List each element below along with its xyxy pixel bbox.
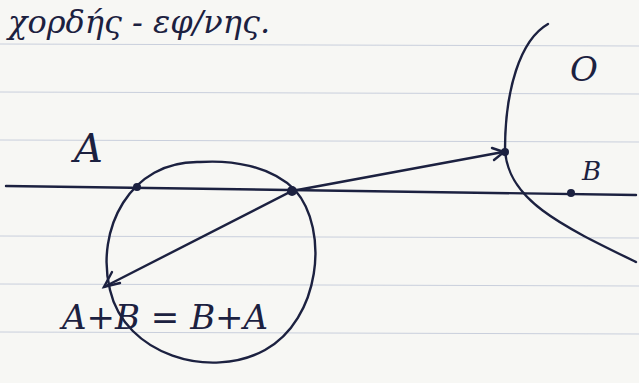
point-dot (287, 186, 297, 196)
point-dot (567, 189, 575, 197)
construction-line (104, 152, 503, 287)
point-label: O (570, 52, 598, 86)
equation: A+B = B+A (62, 300, 268, 334)
curve-branch (505, 24, 636, 262)
point-dot (133, 183, 141, 191)
point-dot (501, 148, 509, 156)
notebook-lines (0, 44, 639, 334)
point-label: A (74, 128, 103, 168)
arrowhead (104, 272, 120, 287)
title: χορδής - εφ/νης. (8, 6, 270, 38)
point-label: B (582, 158, 601, 184)
secant-line (6, 186, 636, 195)
